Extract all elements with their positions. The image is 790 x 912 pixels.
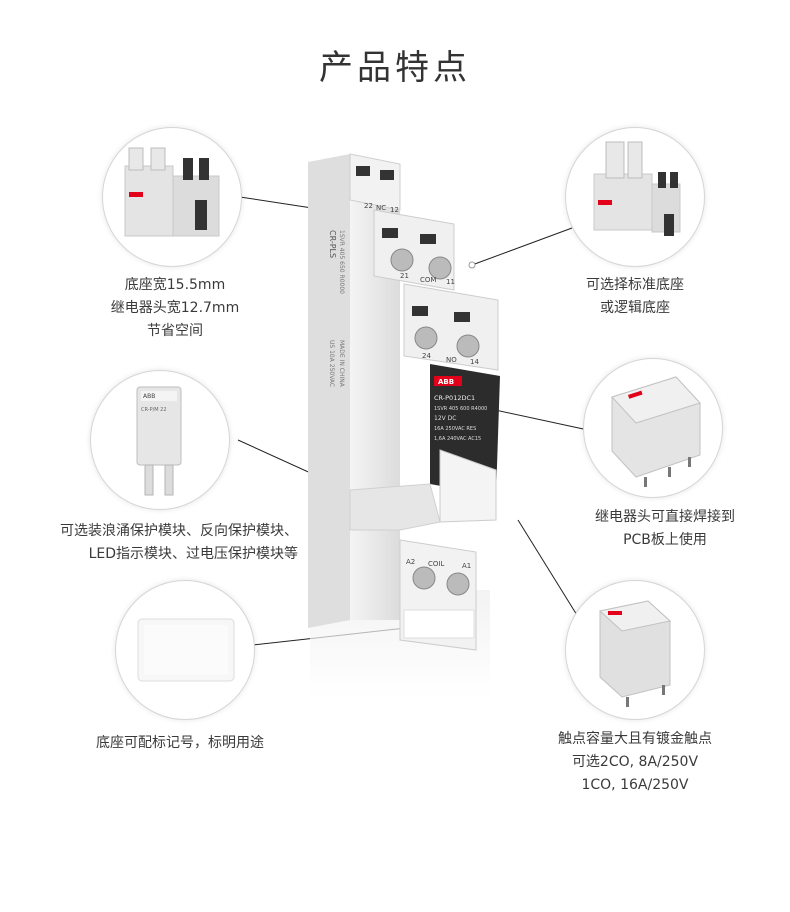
socket-thumbnail xyxy=(124,147,220,237)
socket-origin: MADE IN CHINA xyxy=(338,340,345,388)
feature-circle-modules: ABB CR-P/M 22 xyxy=(90,370,230,510)
relay-socket-illustration: 22 NC 12 21 COM 11 24 NO 14 ABB CR-P012D… xyxy=(308,153,500,700)
feature-circle-pcb xyxy=(583,358,723,498)
connector-line-pcb xyxy=(485,407,589,431)
feature-circle-base-width xyxy=(102,127,242,267)
relay-contacts-thumbnail xyxy=(598,600,672,707)
socket-rating: US 10A 250VAC xyxy=(328,340,335,387)
feature-circle-contacts xyxy=(565,580,705,720)
caption-base-width: 底座宽15.5mm 继电器头宽12.7mm 节省空间 xyxy=(110,277,240,339)
label-low-right: 14 xyxy=(470,358,479,366)
feature-circle-marker xyxy=(115,580,255,720)
feature-circle-standard-socket xyxy=(565,127,705,267)
label-mid-left: 21 xyxy=(400,272,409,280)
label-coil-right: A1 xyxy=(462,562,471,570)
label-top-right: 12 xyxy=(390,206,399,214)
caption-marker: 底座可配标记号，标明用途 xyxy=(96,735,264,751)
label-coil-left: A2 xyxy=(406,558,415,566)
relay-part: 1SVR 405 600 R4000 xyxy=(434,406,487,412)
module-label: CR-P/M 22 xyxy=(141,407,167,413)
socket-model: CR-PLS xyxy=(328,230,337,258)
module-brand: ABB xyxy=(143,393,155,400)
marker-thumbnail xyxy=(137,618,235,682)
label-mid-right: 11 xyxy=(446,278,455,286)
label-low-center: NO xyxy=(446,356,457,364)
module-thumbnail: ABB CR-P/M 22 xyxy=(136,386,182,496)
label-mid-center: COM xyxy=(420,276,436,284)
relay-pcb-thumbnail xyxy=(611,376,701,487)
label-top-left: 22 xyxy=(364,202,373,210)
caption-standard-socket: 可选择标准底座 或逻辑底座 xyxy=(586,277,684,316)
page-title: 产品特点 xyxy=(319,48,471,88)
caption-modules: 可选装浪涌保护模块、反向保护模块、 LED指示模块、过电压保护模块等 xyxy=(60,523,298,562)
connector-line-contacts xyxy=(517,519,581,621)
relay-brand: ABB xyxy=(438,378,454,386)
relay-model: CR-P012DC1 xyxy=(434,394,475,402)
caption-contacts: 触点容量大且有镀金触点 可选2CO, 8A/250V 1CO, 16A/250V xyxy=(558,731,712,793)
logic-socket-thumbnail xyxy=(593,141,681,236)
relay-voltage: 12V DC xyxy=(434,415,456,422)
relay-rating-1: 16A 250VAC RES xyxy=(434,426,476,432)
relay-rating-2: 1,6A 240VAC AC15 xyxy=(434,436,481,442)
label-top-mid: NC xyxy=(376,204,386,212)
label-coil-center: COIL xyxy=(428,560,444,568)
connector-line-socket xyxy=(471,227,573,266)
socket-part: 1SVR 405 650 R0000 xyxy=(338,230,345,294)
caption-pcb: 继电器头可直接焊接到 PCB板上使用 xyxy=(595,509,735,548)
label-low-left: 24 xyxy=(422,352,431,360)
connector-line-base xyxy=(239,196,313,209)
